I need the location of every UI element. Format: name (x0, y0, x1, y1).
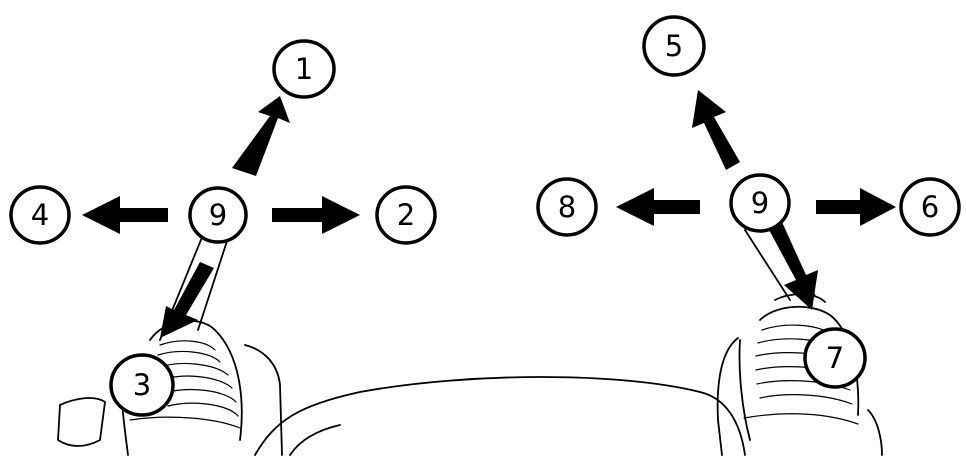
position-8-marker: 8 (536, 177, 598, 237)
position-3-marker: 3 (109, 353, 175, 417)
right-center-label: 9 (751, 186, 769, 220)
right-arrow-to-7 (768, 222, 818, 310)
right-arrow-to-5 (692, 90, 740, 170)
position-1-marker: 1 (272, 39, 336, 99)
position-2-marker: 2 (375, 185, 437, 245)
position-4-label: 4 (31, 198, 49, 232)
position-1-label: 1 (295, 52, 313, 86)
left-arrow-to-1 (232, 96, 290, 176)
right-arrow-to-6 (816, 188, 896, 226)
position-3-label: 3 (133, 368, 151, 402)
left-center-marker: 9 (188, 186, 248, 244)
seat-outline (254, 376, 746, 456)
left-arrow-to-2 (272, 196, 360, 234)
position-8-label: 8 (558, 190, 576, 224)
position-7-marker: 7 (803, 327, 867, 389)
left-arrow-to-4 (82, 196, 168, 234)
position-4-marker: 4 (9, 185, 71, 245)
right-center-marker: 9 (729, 173, 791, 233)
position-5-label: 5 (665, 29, 683, 63)
left-center-label: 9 (209, 198, 227, 232)
left-arrow-to-3 (160, 262, 214, 338)
position-6-marker: 6 (899, 177, 961, 237)
left-joystick-handle (57, 229, 283, 456)
position-2-label: 2 (397, 198, 415, 232)
right-joystick-handle (716, 225, 883, 456)
position-5-marker: 5 (642, 15, 706, 77)
right-arrow-to-8 (616, 188, 700, 226)
position-6-label: 6 (921, 190, 939, 224)
position-7-label: 7 (826, 341, 844, 375)
